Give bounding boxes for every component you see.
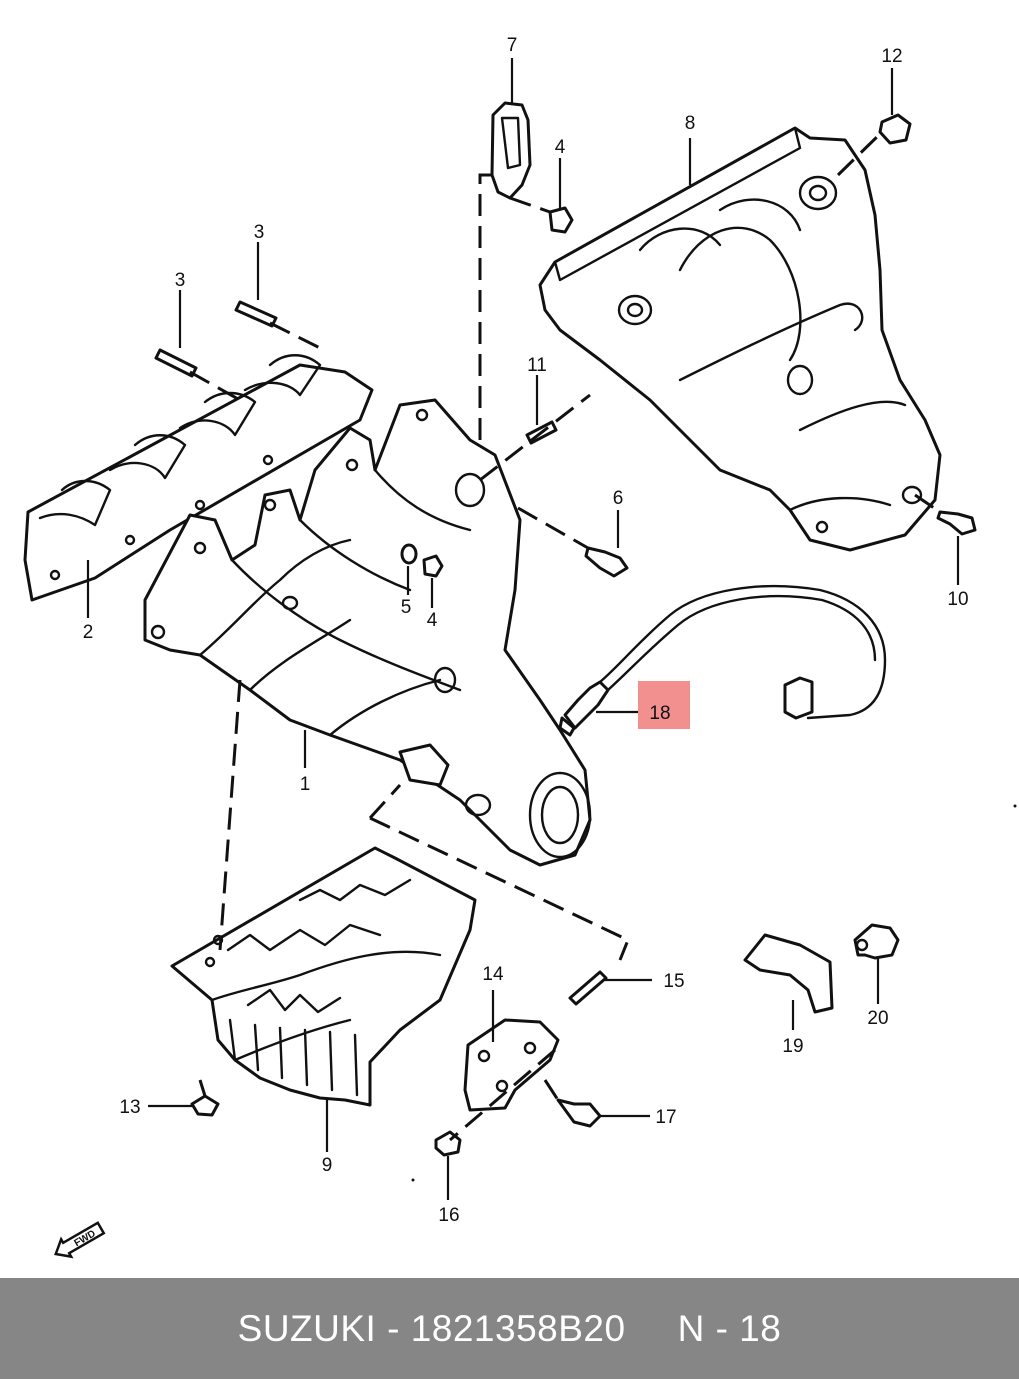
footer-bar: SUZUKI - 1821358B20 N - 18 (0, 1278, 1019, 1379)
clamp (853, 923, 900, 960)
leader-lines (86, 58, 960, 1200)
callout-14: 14 (482, 964, 504, 985)
callout-4: 4 (555, 137, 566, 158)
callout-18: 18 (649, 703, 670, 724)
callout-15: 15 (663, 971, 684, 992)
callout-11: 11 (527, 355, 547, 376)
footer-part-number: SUZUKI - 1821358B20 (237, 1307, 626, 1349)
callout-16: 16 (438, 1205, 459, 1226)
callout-1: 1 (300, 774, 311, 795)
assembly-lines (189, 130, 941, 1142)
callout-3: 3 (254, 222, 265, 243)
callout-8: 8 (685, 113, 696, 134)
bracket (490, 101, 532, 200)
callout-9: 9 (322, 1155, 333, 1176)
heat-shield (538, 126, 942, 552)
callout-2: 2 (83, 622, 94, 643)
parts-diagram: 1 2 3 3 4 4 5 6 7 8 9 10 11 12 13 14 15 … (23, 35, 1017, 1259)
callout-4: 4 (427, 610, 438, 631)
callout-6: 6 (613, 488, 624, 509)
bracket (463, 1018, 560, 1112)
highlight-box (638, 681, 690, 729)
bracket (743, 933, 834, 1014)
callout-5: 5 (401, 597, 412, 618)
manifold-gasket (23, 354, 374, 602)
exhaust-manifold (143, 398, 592, 867)
callout-3: 3 (175, 270, 186, 291)
callout-19: 19 (782, 1036, 803, 1057)
callout-17: 17 (655, 1107, 676, 1128)
callout-20: 20 (867, 1008, 888, 1029)
footer-reference: N - 18 (677, 1307, 782, 1349)
callout-10: 10 (947, 589, 968, 610)
lower-heat-cover (170, 846, 477, 1107)
callout-12: 12 (881, 46, 902, 67)
callout-13: 13 (119, 1097, 140, 1118)
callout-numbers: 1 2 3 3 4 4 5 6 7 8 9 10 11 12 13 14 15 … (83, 35, 969, 1226)
fwd-arrow-icon: FWD (54, 1221, 106, 1259)
oxygen-sensor (558, 585, 887, 737)
fwd-label: FWD (72, 1228, 97, 1249)
fasteners (154, 113, 977, 1157)
callout-7: 7 (507, 35, 518, 56)
